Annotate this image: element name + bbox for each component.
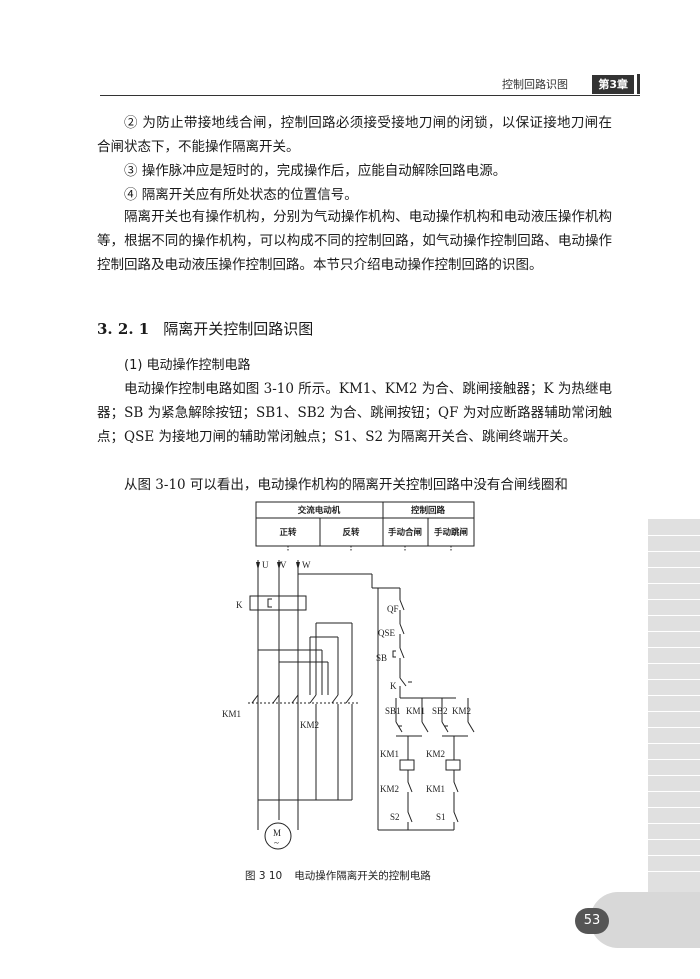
figure-caption-number: 图 3 10 — [245, 870, 283, 882]
table-header-motor: 交流电动机 — [298, 505, 341, 516]
figure-caption-title: 电动操作隔离开关的控制电路 — [294, 870, 431, 882]
km2-interlock-label: KM2 — [380, 784, 399, 794]
paragraph-4: 隔离开关也有操作机构，分别为气动操作机构、电动操作机构和电动液压操作机构等，根据… — [97, 209, 612, 273]
main-circuit: K KM1 KM2 — [222, 560, 373, 850]
km1-coil-label: KM1 — [380, 749, 399, 759]
motor-ac-label: ~ — [274, 838, 279, 848]
section-heading: 3. 2. 1 隔离开关控制回路识图 — [97, 318, 313, 339]
km2-aux-contact-label: KM2 — [452, 706, 471, 716]
table-header-reverse: 反转 — [342, 527, 360, 538]
paragraph-3: ④ 隔离开关应有所处状态的位置信号。 — [124, 187, 358, 203]
s1-switch-label: S1 — [436, 812, 446, 822]
circuit-figure: 交流电动机 控制回路 正转 反转 手动合闸 手动跳闸 U V W — [220, 500, 510, 860]
paragraph-2: ③ 操作脉冲应是短时的，完成操作后，应能自动解除回路电源。 — [124, 163, 507, 179]
qse-contact-label: QSE — [378, 628, 396, 638]
table-header-control: 控制回路 — [411, 505, 446, 516]
figure-caption: 图 3 10 电动操作隔离开关的控制电路 — [245, 868, 431, 883]
km2-main-contact-label: KM2 — [300, 720, 319, 730]
header-bar — [637, 74, 640, 94]
table-header-manual-close: 手动合闸 — [388, 527, 422, 538]
k-control-contact-label: K — [390, 681, 397, 691]
paragraph-6: 从图 3-10 可以看出，电动操作机构的隔离开关控制回路中没有合闸线圈和 — [124, 477, 568, 493]
km1-main-contact-label: KM1 — [222, 709, 241, 719]
running-head: 控制回路识图 第3章 — [0, 74, 640, 96]
phase-w-label: W — [302, 560, 311, 570]
motor-label: M — [273, 828, 281, 838]
paragraph-5: 电动操作控制电路如图 3-10 所示。KM1、KM2 为合、跳闸接触器；K 为热… — [97, 381, 612, 445]
header-title: 控制回路识图 — [502, 78, 568, 91]
sb-button-label: SB — [376, 653, 387, 663]
body-text-intro: 隔离开关也有操作机构，分别为气动操作机构、电动操作机构和电动液压操作机构等，根据… — [97, 205, 612, 277]
km1-interlock-label: KM1 — [426, 784, 445, 794]
side-stripes — [648, 519, 700, 939]
qf-contact-label: QF — [387, 604, 399, 614]
km2-coil-label: KM2 — [426, 749, 445, 759]
body-text-description: 电动操作控制电路如图 3-10 所示。KM1、KM2 为合、跳闸接触器；K 为热… — [97, 377, 612, 449]
sb2-button-label: SB2 — [432, 706, 448, 716]
thermal-relay-k-label: K — [236, 600, 243, 610]
km1-aux-contact-label: KM1 — [406, 706, 425, 716]
chapter-badge: 第3章 — [592, 75, 634, 94]
paragraph-1: ② 为防止带接地线合闸，控制回路必须接受接地刀闸的闭锁，以保证接地刀闸在合闸状态… — [97, 115, 612, 155]
phase-v-label: V — [280, 560, 287, 570]
control-circuit: QF QSE SB K SB1 KM1 — [372, 587, 475, 831]
table-header-manual-trip: 手动跳闸 — [434, 527, 468, 538]
page-number: 53 — [575, 908, 609, 934]
table-header-forward: 正转 — [279, 527, 297, 538]
section-title: 隔离开关控制回路识图 — [163, 320, 314, 338]
section-number: 3. 2. 1 — [97, 320, 150, 338]
s2-switch-label: S2 — [390, 812, 400, 822]
body-text-analysis: 从图 3-10 可以看出，电动操作机构的隔离开关控制回路中没有合闸线圈和 — [97, 473, 612, 497]
subsection-heading: (1) 电动操作控制电路 — [124, 358, 251, 373]
circuit-diagram: 交流电动机 控制回路 正转 反转 手动合闸 手动跳闸 U V W — [222, 501, 475, 850]
header-rule — [100, 95, 640, 96]
phase-u-label: U — [262, 560, 269, 570]
body-text-top: ② 为防止带接地线合闸，控制回路必须接受接地刀闸的闭锁，以保证接地刀闸在合闸状态… — [97, 111, 612, 207]
sb1-button-label: SB1 — [385, 706, 401, 716]
function-table: 交流电动机 控制回路 正转 反转 手动合闸 手动跳闸 — [255, 501, 475, 552]
